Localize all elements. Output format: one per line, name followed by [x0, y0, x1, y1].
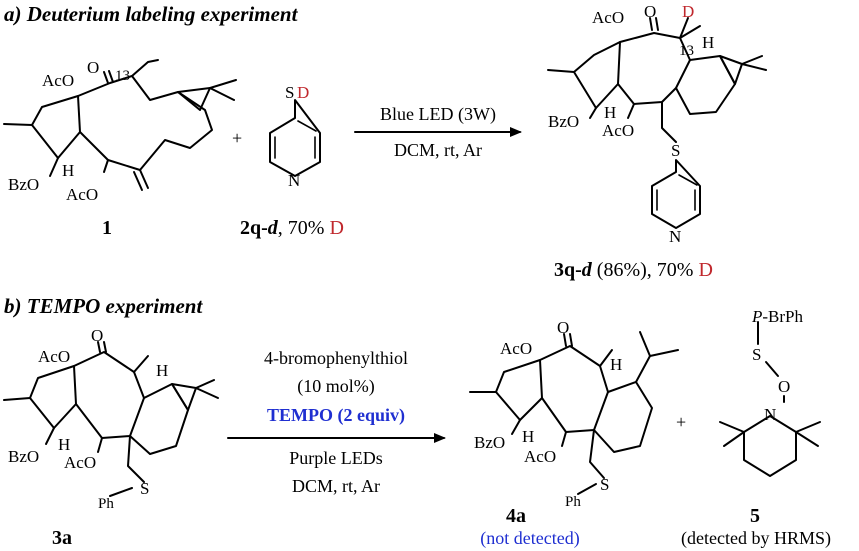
c3a-h-label: H: [58, 435, 70, 454]
p4a-acO-bottom: AcO: [524, 447, 556, 466]
c3a-acO-top: AcO: [38, 347, 70, 366]
p5-pbrph-label: P-BrPh: [751, 307, 804, 326]
product-3q-d-name: 3q-d (86%), 70% D: [554, 259, 713, 281]
product-3q-d-structure: [547, 17, 767, 229]
c3a-h-right: H: [156, 361, 168, 380]
cond-b-line2: (10 mol%): [297, 376, 374, 397]
product-4a-number: 4a: [506, 505, 526, 527]
p3-c13-label: 13: [679, 43, 694, 59]
p3-h-label: H: [604, 103, 616, 122]
cond-b-line1: 4-bromophenylthiol: [264, 348, 408, 368]
c1-carbonyl-o: O: [87, 58, 99, 77]
c3a-s-label: S: [140, 479, 149, 498]
p5-o-label: O: [778, 377, 790, 396]
c1-c13-label: 13: [115, 68, 130, 84]
c3a-acO-bottom: AcO: [64, 453, 96, 472]
p3-bzo-label: BzO: [548, 112, 579, 131]
cond-b-line3: TEMPO (2 equiv): [267, 405, 405, 426]
product-4a-note: (not detected): [480, 528, 579, 549]
product-4a-structure: [469, 331, 679, 495]
reagent-name: 2q-d, 70% D: [240, 217, 344, 239]
panel-b-heading: b) TEMPO experiment: [4, 294, 203, 318]
p4a-carbonyl-o: O: [557, 318, 569, 337]
p3-s-label: S: [671, 141, 680, 160]
p3-h-right: H: [702, 33, 714, 52]
product-5-number: 5: [750, 505, 760, 527]
p5-s-label: S: [752, 345, 761, 364]
plus-a: +: [232, 128, 242, 148]
compound-3a-structure: [3, 341, 219, 497]
c1-bzo-label: BzO: [8, 175, 39, 194]
p3-acO-top: AcO: [592, 8, 624, 27]
p4a-h-right: H: [610, 355, 622, 374]
cond-b-line4: Purple LEDs: [289, 448, 383, 468]
compound-1-structure: [3, 59, 237, 191]
c3a-ph-label: Ph: [98, 496, 114, 512]
p3-acO-bottom: AcO: [602, 121, 634, 140]
reagent-s-label: S: [285, 83, 294, 102]
product-5-note: (detected by HRMS): [681, 528, 831, 549]
p4a-acO-top: AcO: [500, 339, 532, 358]
p3-carbonyl-o: O: [644, 2, 656, 21]
p4a-bzo-label: BzO: [474, 433, 505, 452]
panel-a-heading: a) Deuterium labeling experiment: [4, 2, 299, 26]
p3-d-label: D: [682, 2, 694, 21]
reagent-2q-d-structure: [269, 99, 321, 177]
c1-acO-top: AcO: [42, 71, 74, 90]
p4a-h-label: H: [522, 427, 534, 446]
cond-a-line1: Blue LED (3W): [380, 104, 496, 125]
c1-acO-bottom: AcO: [66, 185, 98, 204]
cond-a-line2: DCM, rt, Ar: [394, 140, 482, 160]
p4a-s-label: S: [600, 475, 609, 494]
compound-1-number: 1: [102, 217, 112, 239]
compound-3a-number: 3a: [52, 527, 72, 549]
c1-h-label: H: [62, 161, 74, 180]
c3a-bzo-label: BzO: [8, 447, 39, 466]
reagent-n-label: N: [288, 171, 300, 190]
product-5-structure: [719, 321, 821, 477]
p5-n-label: N: [764, 405, 776, 424]
c3a-carbonyl-o: O: [91, 326, 103, 345]
reagent-d-label: D: [297, 83, 309, 102]
p3-n-label: N: [669, 227, 681, 246]
p4a-ph-label: Ph: [565, 494, 581, 510]
cond-b-line5: DCM, rt, Ar: [292, 476, 380, 496]
plus-b: +: [676, 412, 686, 432]
